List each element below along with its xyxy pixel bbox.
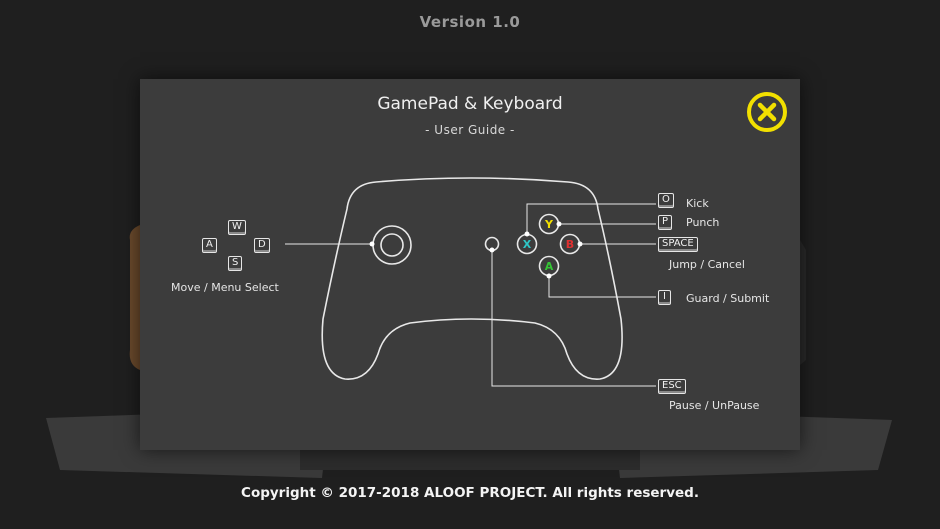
key-p: P [658, 215, 673, 230]
key-d: D [254, 238, 270, 253]
user-guide-panel: GamePad & Keyboard - User Guide - [140, 79, 800, 450]
controller-outline [321, 177, 623, 380]
face-button-a: A [545, 260, 554, 273]
close-x-icon [747, 92, 787, 132]
label-punch: Punch [686, 216, 720, 229]
label-kick: Kick [686, 197, 709, 210]
key-space: SPACE [658, 237, 698, 252]
label-move: Move / Menu Select [171, 281, 279, 294]
face-button-b: B [566, 238, 574, 251]
guide-title: GamePad & Keyboard [377, 94, 563, 114]
left-stick-inner [380, 233, 404, 257]
line-guard [548, 276, 656, 298]
face-button-y: Y [544, 218, 554, 231]
version-label: Version 1.0 [419, 13, 521, 31]
guide-subtitle: - User Guide - [425, 123, 515, 137]
key-o: O [658, 193, 674, 208]
line-kick [526, 203, 656, 234]
label-jump: Jump / Cancel [669, 258, 745, 271]
controller-diagram: Y X B A [285, 177, 656, 387]
label-pause: Pause / UnPause [669, 399, 760, 412]
key-i: I [658, 290, 671, 305]
key-s: S [228, 256, 243, 271]
left-stick-outer [372, 225, 412, 265]
line-pause [491, 250, 656, 387]
close-button[interactable] [746, 91, 788, 133]
copyright-text: Copyright © 2017-2018 ALOOF PROJECT. All… [241, 485, 699, 501]
key-esc: ESC [658, 379, 686, 394]
key-a: A [202, 238, 217, 253]
face-button-x: X [523, 238, 532, 251]
label-guard: Guard / Submit [686, 292, 770, 305]
key-w: W [228, 220, 246, 235]
